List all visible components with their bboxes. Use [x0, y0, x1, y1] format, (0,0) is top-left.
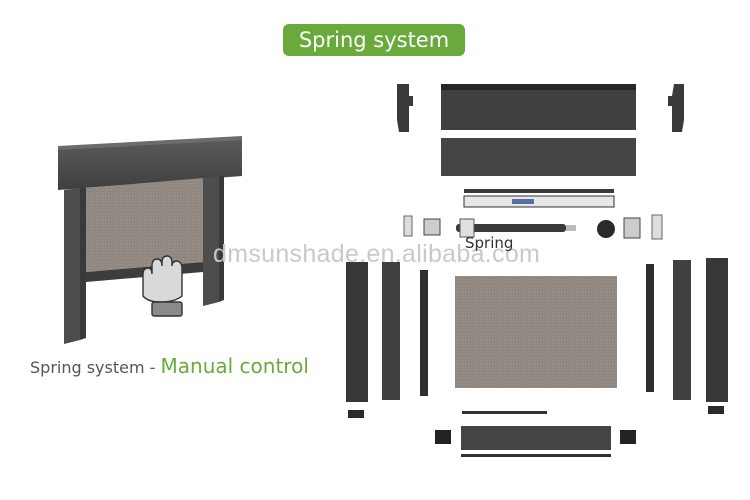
right-outer-rail — [706, 258, 728, 402]
bottom-end-left — [435, 430, 451, 444]
caption: Spring system - Manual control — [30, 354, 309, 378]
title-badge: Spring system — [283, 24, 465, 56]
page-title: Spring system — [298, 28, 450, 52]
roller-tube — [463, 195, 615, 208]
spring-assembly — [403, 214, 663, 240]
cassette-box — [58, 140, 242, 190]
bottom-end-right — [620, 430, 636, 444]
left-end-cap — [397, 84, 413, 132]
right-guide — [646, 264, 654, 392]
exploded-parts — [346, 84, 728, 457]
caption-prefix: Spring system - — [30, 358, 161, 377]
roller-top — [464, 189, 614, 193]
cassette-back — [441, 138, 636, 176]
right-inner-rail — [673, 260, 691, 400]
bottom-strip — [462, 411, 547, 414]
spring-label: Spring — [465, 234, 514, 252]
assembled-screen — [58, 136, 242, 344]
mesh-panel — [455, 276, 617, 388]
bottom-clip-right — [708, 406, 724, 414]
hand-icon — [142, 255, 183, 317]
screen-mesh — [86, 178, 203, 272]
left-guide — [420, 270, 428, 396]
bottom-rail — [461, 426, 611, 450]
right-rail — [203, 176, 219, 306]
caption-highlight: Manual control — [160, 354, 309, 378]
right-end-cap — [668, 84, 684, 132]
watermark: dmsunshade.en.alibaba.com — [213, 240, 541, 268]
bottom-clip-left — [348, 410, 364, 418]
left-outer-rail — [346, 262, 368, 402]
left-rail — [64, 188, 80, 344]
cassette-front — [441, 86, 636, 130]
bottom-seal — [461, 454, 611, 457]
left-inner-rail — [382, 262, 400, 400]
